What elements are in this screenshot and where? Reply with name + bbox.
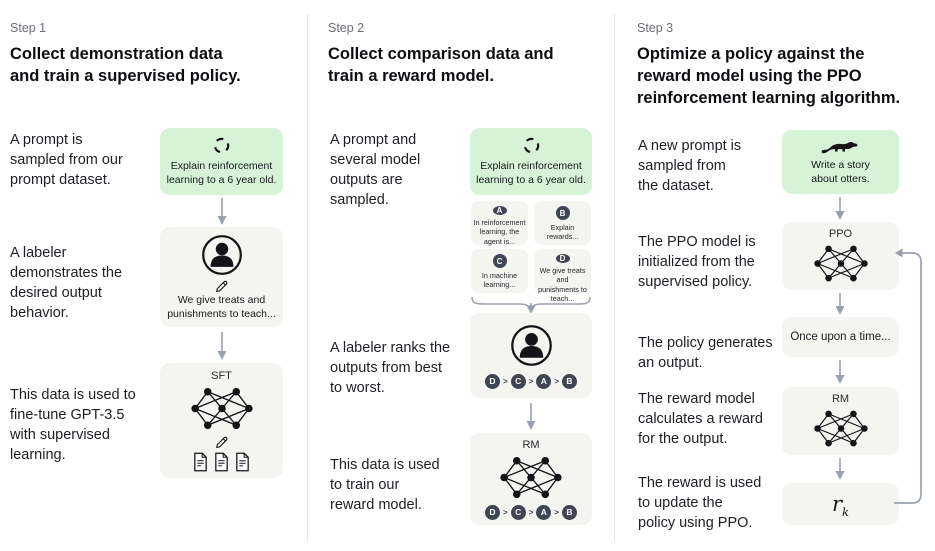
- neural-network-icon: [187, 385, 257, 432]
- document-icon: [192, 452, 209, 472]
- neural-network-icon: [496, 454, 566, 501]
- rank-separator: >: [528, 507, 534, 517]
- output-card-b: B Explain rewards...: [534, 201, 591, 245]
- caption-labeler-demonstrates: A labeler demonstrates the desired outpu…: [10, 245, 123, 321]
- step-label: Step 1: [10, 21, 47, 35]
- output-letter-badge: D: [555, 254, 570, 263]
- rank-separator: >: [554, 507, 559, 517]
- caption-outputs-sampled: A prompt and several model outputs are s…: [330, 132, 421, 208]
- prompt-text: Write a story about otters.: [811, 158, 870, 185]
- sampling-icon: [521, 135, 542, 156]
- step-title: Optimize a policy against the reward mod…: [637, 45, 901, 107]
- caption-ppo-initialized: The PPO model is initialized from the su…: [638, 234, 756, 290]
- model-label: SFT: [211, 369, 232, 382]
- caption-train-rm: This data is used to train our reward mo…: [330, 457, 440, 513]
- caption-prompt-sampled: A prompt is sampled from our prompt data…: [10, 132, 123, 188]
- down-arrow-icon: [835, 293, 845, 315]
- ranking-badge: A: [536, 373, 552, 389]
- user-icon: [509, 323, 554, 368]
- neural-network-icon: [810, 243, 872, 284]
- sft-model-box: SFT: [160, 363, 283, 478]
- step-title: Collect demonstration data and train a s…: [10, 45, 241, 85]
- output-letter-badge: A: [492, 206, 507, 215]
- prompt-text: Explain reinforcement learning to a 6 ye…: [166, 160, 277, 186]
- caption-reward-updates: The reward is used to update the policy …: [638, 475, 762, 531]
- output-letter-badge: C: [492, 254, 507, 268]
- caption-finetune-sft: This data is used to fine-tune GPT-3.5 w…: [10, 387, 136, 463]
- step-title: Collect comparison data and train a rewa…: [328, 45, 554, 85]
- step-label: Step 2: [328, 21, 365, 35]
- labeler-note: We give treats and punishments to teach.…: [167, 293, 276, 320]
- prompt-box: Explain reinforcement learning to a 6 ye…: [470, 128, 592, 195]
- ranking-badge: A: [536, 504, 552, 520]
- down-arrow-icon: [835, 197, 845, 220]
- caption-new-prompt: A new prompt is sampled from the dataset…: [638, 138, 742, 194]
- down-arrow-icon: [217, 198, 227, 225]
- sampling-icon: [211, 135, 232, 156]
- ranking-badge: D: [484, 504, 500, 520]
- loop-arrow-icon: [894, 248, 922, 504]
- prompt-text: Explain reinforcement learning to a 6 ye…: [476, 160, 586, 186]
- policy-output-text: Once upon a time...: [790, 331, 891, 343]
- ranking-badge: B: [562, 373, 577, 389]
- policy-output-box: Once upon a time...: [782, 317, 899, 357]
- document-icon: [234, 452, 251, 472]
- output-card-c: C In machine learning...: [471, 249, 528, 293]
- ranking-row: D > C > A > B: [484, 373, 577, 389]
- model-label: PPO: [828, 228, 853, 240]
- otter-icon: [821, 138, 861, 157]
- down-arrow-icon: [835, 360, 845, 384]
- step-label: Step 3: [637, 21, 674, 35]
- rank-separator: >: [502, 376, 508, 386]
- user-icon: [200, 233, 244, 277]
- caption-policy-generates: The policy generates an output.: [638, 335, 773, 371]
- rank-separator: >: [502, 507, 508, 517]
- pencil-icon: [215, 279, 229, 293]
- reward-model-box: RM: [782, 387, 899, 455]
- column-divider: [307, 14, 308, 541]
- ranking-badge: B: [562, 504, 577, 520]
- model-label: RM: [522, 438, 540, 451]
- ranking-box: D > C > A > B: [470, 313, 592, 398]
- ranking-badge: D: [484, 373, 500, 389]
- ranking-row: D > C > A > B: [484, 504, 577, 520]
- down-arrow-icon: [526, 403, 536, 430]
- rank-separator: >: [554, 376, 559, 386]
- down-arrow-icon: [217, 332, 227, 360]
- reward-model-box: RM D > C > A > B: [470, 433, 592, 525]
- labeler-box: We give treats and punishments to teach.…: [160, 227, 283, 327]
- model-label: RM: [831, 393, 850, 405]
- neural-network-icon: [810, 408, 872, 449]
- reward-value-box: rk: [782, 483, 899, 525]
- column-divider: [614, 14, 615, 541]
- ranking-badge: C: [510, 504, 526, 520]
- ppo-model-box: PPO: [782, 222, 899, 290]
- output-letter-badge: B: [555, 206, 570, 220]
- caption-rm-calculates: The reward model calculates a reward for…: [638, 391, 763, 447]
- pencil-icon: [215, 435, 229, 449]
- prompt-box: Explain reinforcement learning to a 6 ye…: [160, 128, 283, 195]
- down-arrow-icon: [835, 458, 845, 480]
- rank-separator: >: [528, 376, 534, 386]
- caption-labeler-ranks: A labeler ranks the outputs from best to…: [330, 340, 451, 396]
- documents-row: [192, 452, 251, 472]
- output-card-d: D We give treats and punishments to teac…: [534, 249, 591, 303]
- document-icon: [213, 452, 230, 472]
- prompt-box: Write a story about otters.: [782, 130, 899, 194]
- ranking-badge: C: [510, 373, 526, 389]
- output-card-a: A In reinforcement learning, the agent i…: [471, 201, 528, 246]
- reward-symbol: rk: [831, 492, 849, 520]
- down-arrow-icon: [526, 303, 536, 314]
